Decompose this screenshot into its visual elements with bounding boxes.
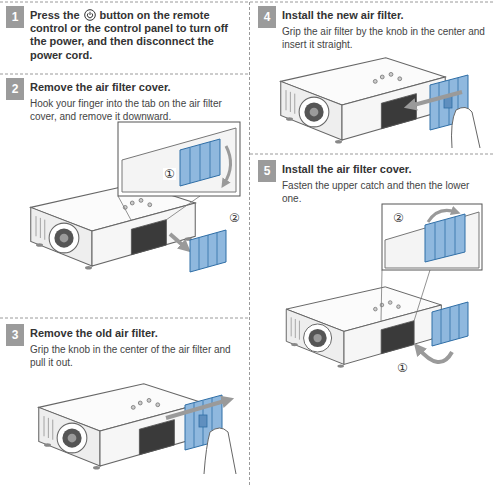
- step-block: 2 Remove the air filter cover. Hook your f…: [6, 78, 244, 124]
- filter-cover: [180, 139, 220, 186]
- callout-number: ②: [392, 212, 405, 224]
- step-number: 5: [264, 164, 271, 178]
- step-heading: Press thebutton on the remote control or…: [6, 6, 244, 62]
- motion-arrow: [166, 400, 228, 418]
- filter-cover-ribs: [199, 233, 217, 269]
- projector-drawing: [281, 58, 446, 144]
- filter-cover-ribs: [190, 142, 210, 183]
- step-number-box: 3: [6, 324, 24, 346]
- step-block: 5 Install the air filter cover. Fasten the…: [258, 160, 490, 206]
- motion-arrow: [418, 348, 452, 362]
- heading-text: Remove the old air filter.: [30, 327, 158, 339]
- step-heading: Install the air filter cover.: [258, 160, 490, 176]
- body-text: Grip the knob in the center of the air f…: [30, 344, 231, 368]
- motion-arrow: [410, 92, 462, 106]
- zoom-leader: [414, 270, 430, 321]
- separator-line: [250, 154, 495, 155]
- heading-text: Remove the air filter cover.: [30, 81, 171, 93]
- projector-side: [122, 128, 236, 192]
- filter-cover-ribs: [435, 217, 455, 259]
- zoom-leader: [118, 196, 131, 220]
- projector-drawing: [31, 184, 196, 270]
- step-heading: Remove the air filter cover.: [6, 78, 244, 94]
- filter-knob: [199, 415, 207, 427]
- step-number-box: 2: [6, 78, 24, 100]
- projector-drawing: [286, 287, 441, 368]
- heading-text: Install the air filter cover.: [282, 163, 412, 175]
- step-body: Hook your finger into the tab on the air…: [6, 97, 244, 123]
- body-text: Hook your finger into the tab on the air…: [30, 98, 222, 122]
- body-text: Grip the air filter by the knob in the c…: [282, 26, 485, 50]
- step-block: 3 Remove the old air filter. Grip the knob…: [6, 324, 244, 370]
- filter-cover: [425, 214, 465, 262]
- filter-cover: [190, 230, 226, 272]
- step-number: 2: [12, 82, 19, 96]
- step-number-box: 5: [258, 160, 276, 182]
- step-body: Fasten the upper catch and then the lowe…: [258, 179, 490, 205]
- filter-cover: [432, 302, 468, 346]
- power-icon: [84, 9, 96, 21]
- zoom-inset: [382, 204, 482, 270]
- separator-line: [249, 2, 250, 486]
- zoom-inset: [118, 122, 240, 196]
- separator-line: [0, 2, 495, 3]
- motion-arrow: [170, 234, 186, 248]
- step-number: 3: [12, 328, 19, 342]
- hand: [204, 428, 236, 474]
- motion-arrow: [224, 146, 231, 184]
- step-heading: Install the new air filter.: [258, 6, 490, 22]
- heading-text: Install the new air filter.: [282, 9, 404, 21]
- step-block: 4 Install the new air filter. Grip the air…: [258, 6, 490, 52]
- body-text: Fasten the upper catch and then the lowe…: [282, 180, 469, 204]
- callout-number: ①: [396, 362, 409, 374]
- step-heading: Remove the old air filter.: [6, 324, 244, 340]
- motion-arrow: [428, 210, 456, 222]
- step-body: Grip the air filter by the knob in the c…: [258, 25, 490, 51]
- power-icon-symbol: [87, 12, 92, 18]
- callout-number: ②: [228, 212, 241, 224]
- zoom-leader: [381, 270, 382, 321]
- filter-cover-ribs: [441, 305, 459, 343]
- step-number: 1: [12, 10, 19, 24]
- step-block: 1Press thebutton on the remote control o…: [6, 6, 244, 62]
- step-number-box: 1: [6, 6, 24, 28]
- separator-line: [0, 318, 249, 319]
- zoom-leader: [166, 196, 200, 220]
- heading-text: Press the: [30, 9, 80, 21]
- step-body: Grip the knob in the center of the air f…: [6, 343, 244, 369]
- separator-line: [0, 74, 249, 75]
- step-number-box: 4: [258, 6, 276, 28]
- callout-number: ①: [163, 168, 176, 180]
- power-icon-ring: [84, 10, 95, 21]
- step-number: 4: [264, 10, 271, 24]
- projector-drawing: [39, 384, 204, 470]
- hand: [452, 107, 481, 148]
- projector-side: [385, 212, 479, 268]
